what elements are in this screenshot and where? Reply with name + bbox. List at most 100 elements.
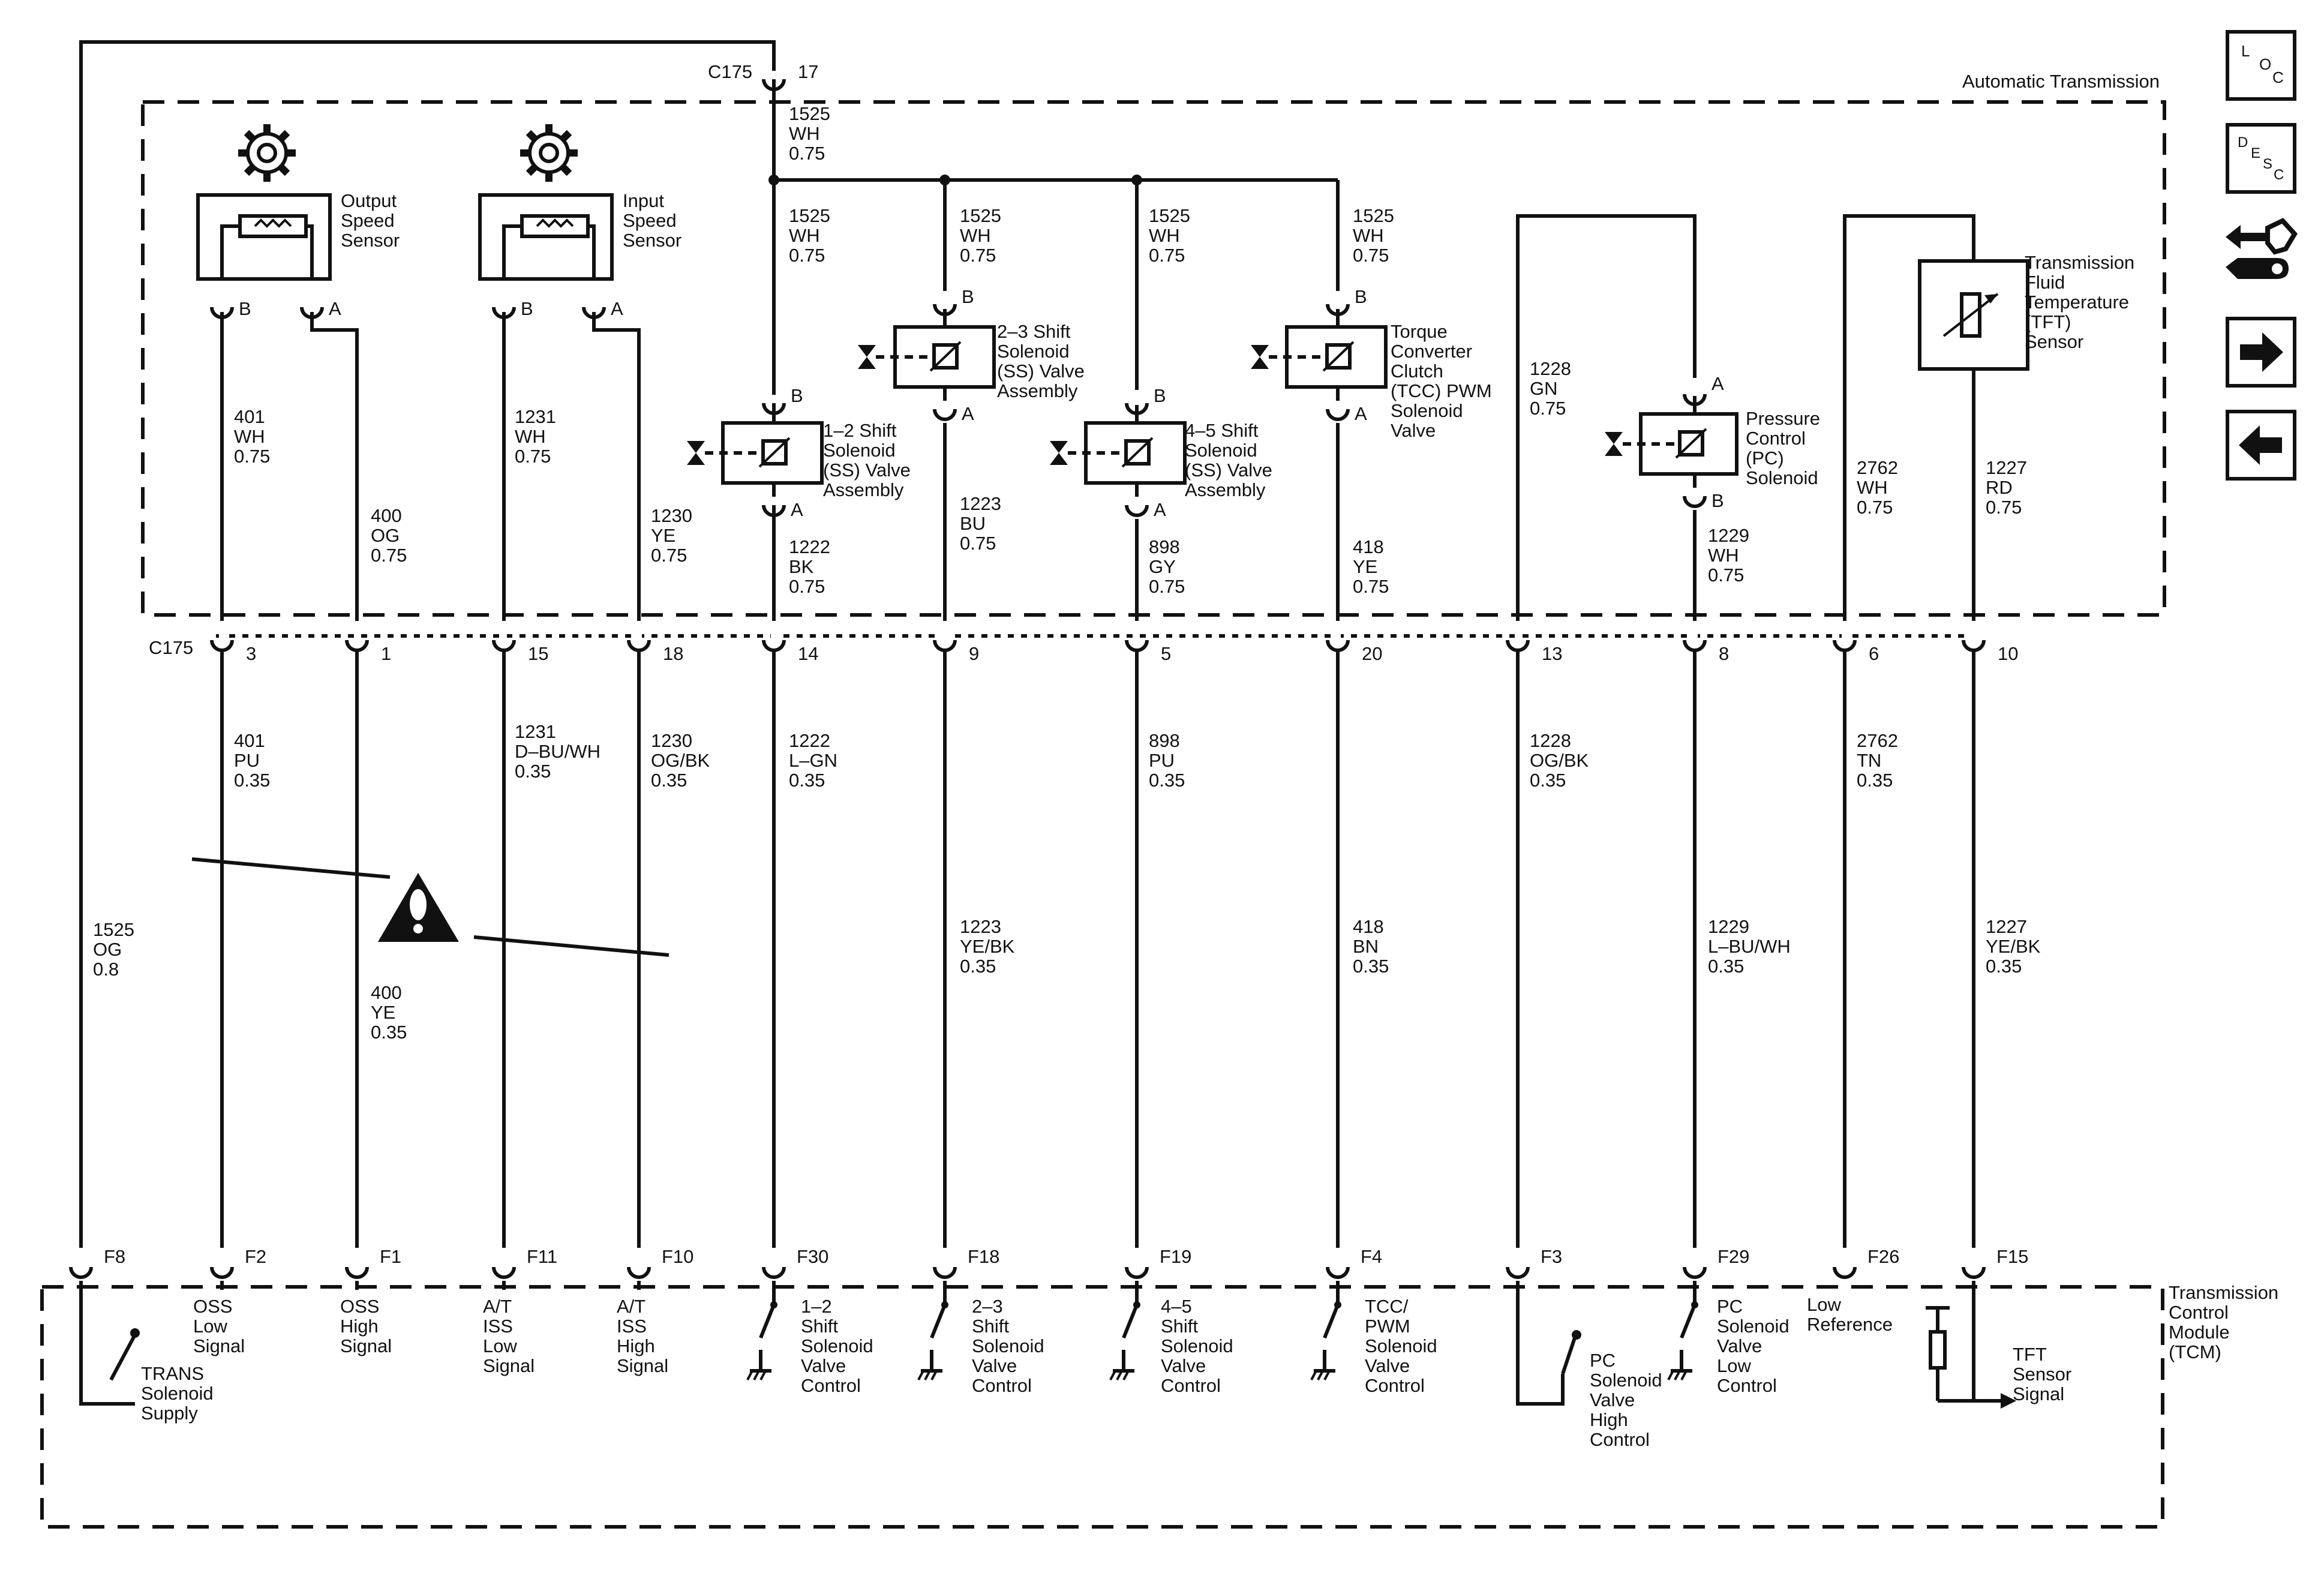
terminal-cup xyxy=(1326,1259,1350,1279)
desc-icon[interactable]: D E S C xyxy=(2226,123,2296,194)
tcm-pin: F30 xyxy=(797,1246,828,1267)
ground-switch-icon xyxy=(1109,1281,1140,1380)
connector-terminals xyxy=(69,71,1986,1380)
c175-pin: 13 xyxy=(1542,643,1562,664)
tcm-pin: F26 xyxy=(1867,1246,1899,1267)
wire-label-pc-a-line: 0.35 xyxy=(1530,770,1566,791)
wire-label-iss-b-line: 1231 xyxy=(515,406,556,427)
tcm-label-ss45-line: Shift xyxy=(1161,1316,1198,1337)
wire-label-tft-r-line: 0.75 xyxy=(1986,497,2022,518)
iss-label-line: Speed xyxy=(623,210,677,231)
wire-label-pc-a-line: GN xyxy=(1530,378,1558,399)
tcm-label-tft-line: Sensor xyxy=(2013,1364,2071,1385)
wire-label-supply-top-line: 1525 xyxy=(789,103,830,124)
wire-label-ss45-line: PU xyxy=(1149,750,1175,771)
wire-label-iss-a-line: 1230 xyxy=(651,505,692,526)
tcm-label-supply-line: Supply xyxy=(141,1403,198,1424)
terminal-cup xyxy=(1833,632,1857,652)
ss23-label-line: Solenoid xyxy=(997,341,1070,362)
wire-label-ss23-a-line: 1223 xyxy=(960,493,1001,514)
pc-label-line: Solenoid xyxy=(1746,467,1818,488)
tcm-label-ss12-line: 1–2 xyxy=(801,1296,832,1317)
terminal-cup xyxy=(345,1259,369,1279)
tcm-pin: F29 xyxy=(1718,1246,1749,1267)
tcm-pin: F2 xyxy=(245,1246,266,1267)
ss45-label-line: Solenoid xyxy=(1185,440,1257,461)
wire-label-tcc-a-line: 0.75 xyxy=(1353,576,1389,597)
wire-label-ss12-line: L–GN xyxy=(789,750,837,771)
tcc-label-line: Valve xyxy=(1391,420,1436,441)
previous-arrow-icon[interactable] xyxy=(2226,410,2296,481)
terminal-cup xyxy=(1326,632,1350,652)
terminal-cup xyxy=(492,1259,516,1279)
tcm-pin: F4 xyxy=(1361,1246,1382,1267)
terminal-cup xyxy=(1326,401,1350,421)
tcc-label-line: Torque xyxy=(1391,321,1448,342)
next-arrow-icon[interactable] xyxy=(2226,317,2296,388)
ground-switch-icon xyxy=(746,1281,777,1380)
wire-label-iss-a-line: YE xyxy=(651,525,675,546)
tcm-label-supply-line: TRANS xyxy=(141,1363,204,1384)
terminal-cup xyxy=(762,632,786,652)
wire-label-pc-b-line: 0.35 xyxy=(1708,956,1744,977)
terminal-cup xyxy=(1506,1259,1530,1279)
wire-label-pc-a-line: OG/BK xyxy=(1530,750,1589,771)
terminal-cup xyxy=(345,632,369,652)
tcm-pin: F15 xyxy=(1996,1246,2028,1267)
wire-label-ss23-a-line: 0.75 xyxy=(960,533,996,554)
tcm-label-ss12-line: Shift xyxy=(801,1316,838,1337)
wire-label-tcc-b-line: 1525 xyxy=(1353,205,1394,226)
oss-label-line: Speed xyxy=(341,210,395,231)
tcm-pin: F19 xyxy=(1160,1246,1191,1267)
tcm-label-tcc-line: Valve xyxy=(1365,1355,1410,1376)
tcm-label-pc-low-line: Low xyxy=(1717,1355,1751,1376)
terminal-cup xyxy=(762,1259,786,1279)
ss45-label-line: Assembly xyxy=(1185,479,1266,500)
valve-icon xyxy=(1050,441,1068,465)
wire-label-ss23-a-line: BU xyxy=(960,513,986,534)
wire-label-oss-b-line: WH xyxy=(234,426,265,447)
terminal-cup xyxy=(1125,497,1149,517)
tcm-label-oss-high-line: Signal xyxy=(340,1335,392,1356)
terminal-cup xyxy=(582,299,606,319)
terminal-cup xyxy=(933,401,957,421)
pin-tcc-a: A xyxy=(1355,403,1367,424)
terminal-cup xyxy=(1506,632,1530,652)
wire-label-pc-a-line: 0.75 xyxy=(1530,398,1566,419)
wire-label-pc-b-line: 0.75 xyxy=(1708,565,1744,586)
desc-letter-c: C xyxy=(2274,167,2284,183)
ground-switch-icon xyxy=(917,1281,948,1380)
wire-label-oss-a-line: YE xyxy=(371,1002,395,1023)
valve-icon xyxy=(1251,345,1269,369)
twisted-pair-marker xyxy=(191,857,391,879)
loc-icon[interactable]: L O C xyxy=(2226,30,2296,101)
connector-swap-icon[interactable] xyxy=(2220,216,2301,288)
ss23-label-line: (SS) Valve xyxy=(997,361,1085,382)
wire-label-tcc-line: 418 xyxy=(1353,916,1384,937)
tcm-label-tft-line: TFT xyxy=(2013,1344,2047,1365)
tcm-label-pc-high-line: Control xyxy=(1590,1429,1650,1450)
iss-label-line: Input xyxy=(623,190,664,211)
wire-label-iss-b-line: 0.75 xyxy=(515,446,551,467)
tft-label-line: Transmission xyxy=(2025,252,2134,273)
terminal-cup xyxy=(762,395,786,415)
tcm-label-iss-low-line: ISS xyxy=(483,1316,513,1337)
tcm-label-ss12-line: Solenoid xyxy=(801,1335,873,1356)
splice-dot xyxy=(768,175,779,185)
tcc-label-line: Solenoid xyxy=(1391,400,1463,421)
ss12-label-line: 1–2 Shift xyxy=(823,420,897,441)
wire-label-ss23-line: 0.35 xyxy=(960,956,996,977)
terminal-cup xyxy=(210,632,234,652)
c175-pin: 5 xyxy=(1161,643,1171,664)
diagram-labels: Automatic TransmissionTransmissionContro… xyxy=(93,61,2278,1450)
pin-ss45-b: B xyxy=(1154,385,1166,406)
tcm-label-pc-high-line: Valve xyxy=(1590,1389,1635,1410)
pin-iss-a: A xyxy=(611,298,623,319)
desc-letter-d: D xyxy=(2238,134,2248,151)
tcm-label-oss-low-line: OSS xyxy=(193,1296,232,1317)
terminal-cup xyxy=(1683,1259,1707,1279)
c175-pin: 9 xyxy=(969,643,979,664)
terminal-cup xyxy=(210,299,234,319)
iss-label-line: Sensor xyxy=(623,230,681,251)
wire-label-ss45-a-line: GY xyxy=(1149,556,1176,577)
